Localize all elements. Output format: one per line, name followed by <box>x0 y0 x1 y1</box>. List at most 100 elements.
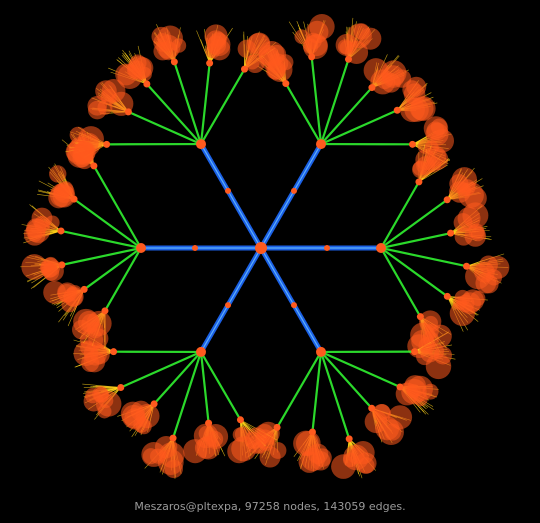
branch-node <box>415 178 423 186</box>
branch-edge <box>320 86 373 145</box>
leaf-node-cluster <box>97 404 112 419</box>
branch-edge <box>200 351 242 421</box>
branch-node <box>408 140 416 148</box>
branch-edge <box>319 351 351 440</box>
leaf-node-cluster <box>49 165 67 183</box>
branch-node <box>241 65 249 73</box>
branch-edge <box>200 68 246 145</box>
branch-node <box>345 435 353 443</box>
leaf-node-cluster <box>454 227 473 246</box>
branch-node <box>368 84 376 92</box>
branch-node <box>308 428 316 436</box>
branch-edge <box>380 232 451 250</box>
branch-node <box>70 195 78 203</box>
leaf-node-cluster <box>97 99 113 115</box>
branch-edge <box>380 246 467 268</box>
branch-node <box>170 58 178 66</box>
branch-node <box>447 229 455 237</box>
leaf-node-cluster <box>156 34 181 59</box>
spoke-node-3 <box>291 302 297 309</box>
leaf-node-cluster <box>462 202 489 229</box>
leaf-node-cluster <box>433 346 452 365</box>
leaf-node-cluster <box>422 383 439 400</box>
branch-node <box>368 404 376 412</box>
leaf-node-cluster <box>126 60 146 80</box>
leaf-node-cluster <box>135 403 160 429</box>
leaf-node-cluster <box>353 23 370 40</box>
leaf-node-cluster <box>355 452 377 474</box>
branch-node <box>416 313 424 321</box>
cluster-2 <box>376 144 510 359</box>
leaf-node-cluster <box>232 427 247 442</box>
leaf-node-cluster <box>77 310 100 333</box>
arm-node <box>376 243 386 253</box>
branch-edge <box>380 247 422 318</box>
branch-edge <box>83 247 142 291</box>
leaf-node-cluster <box>227 439 251 464</box>
branch-edge <box>60 229 142 250</box>
leaf-node-cluster <box>412 161 428 176</box>
leaf-node-cluster <box>309 13 335 40</box>
branch-node <box>273 423 281 431</box>
branch-node <box>169 434 177 442</box>
branch-node <box>411 348 419 356</box>
branch-edge <box>199 63 211 145</box>
fan-edge <box>196 30 210 64</box>
leaf-node-cluster <box>88 328 109 349</box>
leaf-node-cluster <box>331 454 356 479</box>
leaf-node-cluster <box>410 96 436 121</box>
branch-edge <box>310 56 323 145</box>
leaf-node-cluster <box>31 207 53 229</box>
branch-node <box>124 108 132 116</box>
branch-node <box>57 227 65 235</box>
branch-node <box>308 53 316 61</box>
cluster-6 <box>65 24 285 168</box>
leaf-node-cluster <box>206 35 227 55</box>
branch-node <box>393 106 401 114</box>
leaf-node-cluster <box>429 324 452 348</box>
branch-node <box>80 285 88 293</box>
branch-edge <box>276 351 322 428</box>
branch-edge <box>319 58 350 145</box>
hub-node <box>255 242 267 254</box>
branch-node <box>396 383 404 391</box>
branch-edge <box>92 165 142 249</box>
branch-node <box>443 196 451 204</box>
leaf-node-cluster <box>425 122 449 146</box>
branch-node <box>90 162 98 170</box>
branch-node <box>443 292 451 300</box>
leaf-node-cluster <box>52 184 76 208</box>
branch-edge <box>320 350 401 388</box>
leaf-node-cluster <box>92 386 109 403</box>
cluster-3 <box>245 324 456 479</box>
fan-edge <box>82 383 121 388</box>
branch-node <box>143 80 151 88</box>
branch-node <box>205 419 213 427</box>
leaf-node-cluster <box>69 126 87 144</box>
arm-node <box>136 243 146 253</box>
spoke-node-2 <box>324 245 330 251</box>
leaf-node-cluster <box>449 300 476 326</box>
branch-edge <box>380 181 420 249</box>
leaf-node-cluster <box>164 459 183 479</box>
branch-node <box>344 55 352 63</box>
branch-edge <box>173 61 203 145</box>
branch-edge <box>199 351 210 424</box>
leaf-node-cluster <box>335 33 358 57</box>
leaf-node-cluster <box>72 142 95 165</box>
leaf-node-cluster <box>101 79 126 103</box>
branch-node <box>282 80 290 88</box>
leaf-node-cluster <box>301 447 325 472</box>
cluster-4 <box>73 328 277 479</box>
branch-node <box>150 400 158 408</box>
leaf-node-cluster <box>246 33 271 57</box>
arm-node <box>196 346 206 357</box>
leaf-node-cluster <box>454 289 471 306</box>
spoke-node-1 <box>291 187 297 194</box>
leaf-node-cluster <box>303 34 328 60</box>
leaf-node-cluster <box>194 437 217 459</box>
leaf-node-cluster <box>244 431 262 450</box>
branch-node <box>101 307 109 315</box>
branch-edge <box>320 109 398 146</box>
